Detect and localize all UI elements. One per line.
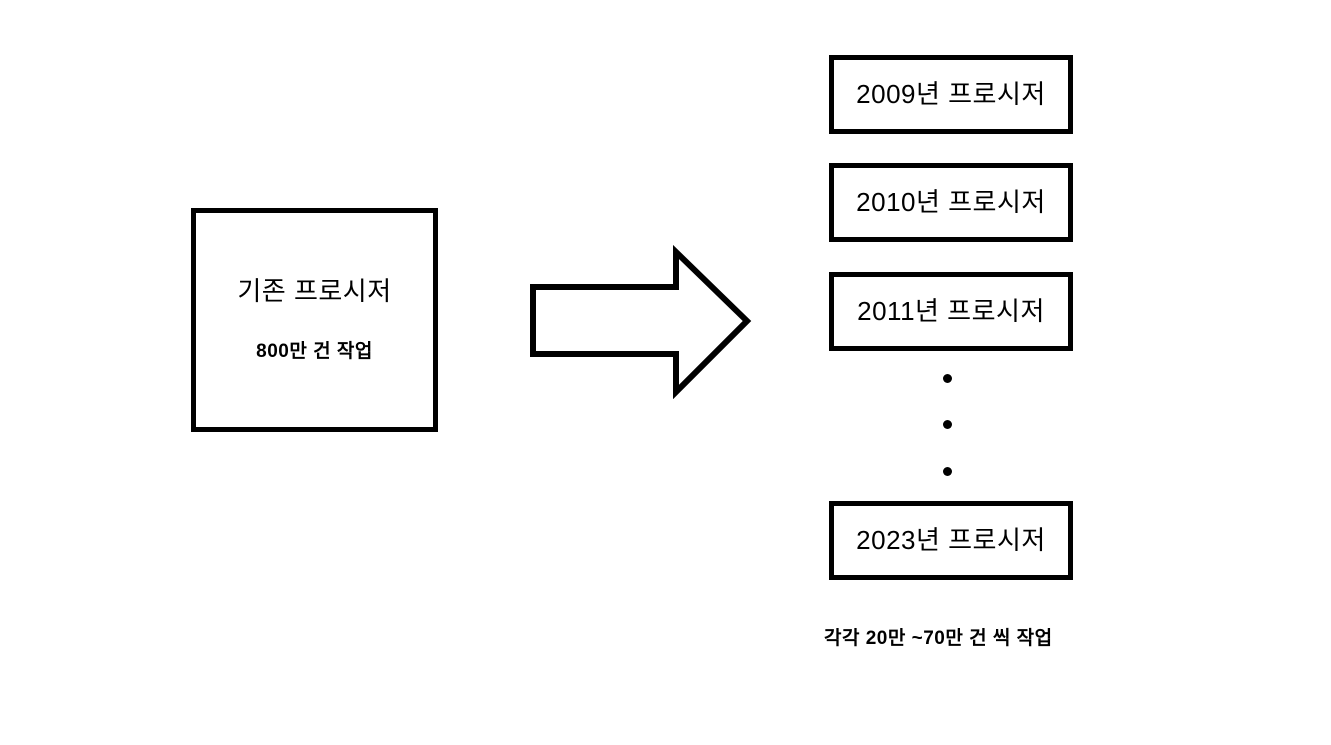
- ellipsis-dot: [943, 467, 952, 476]
- target-procedure-box: 2011년 프로시저: [829, 272, 1073, 351]
- vertical-ellipsis-icon: [943, 374, 953, 478]
- right-arrow-icon: [528, 245, 752, 399]
- target-procedure-label: 2009년 프로시저: [856, 79, 1046, 110]
- target-procedure-label: 2011년 프로시저: [857, 296, 1045, 327]
- target-procedure-label: 2023년 프로시저: [856, 525, 1046, 556]
- source-procedure-workload: 800만 건 작업: [256, 340, 373, 362]
- ellipsis-dot: [943, 374, 952, 383]
- target-procedure-box: 2010년 프로시저: [829, 163, 1073, 242]
- target-procedure-label: 2010년 프로시저: [856, 187, 1046, 218]
- source-procedure-box: 기존 프로시저 800만 건 작업: [191, 208, 438, 432]
- target-procedure-box: 2023년 프로시저: [829, 501, 1073, 580]
- targets-workload-caption: 각각 20만 ~70만 건 씩 작업: [824, 628, 1053, 649]
- ellipsis-dot: [943, 420, 952, 429]
- target-procedure-box: 2009년 프로시저: [829, 55, 1073, 134]
- source-procedure-title: 기존 프로시저: [237, 276, 392, 307]
